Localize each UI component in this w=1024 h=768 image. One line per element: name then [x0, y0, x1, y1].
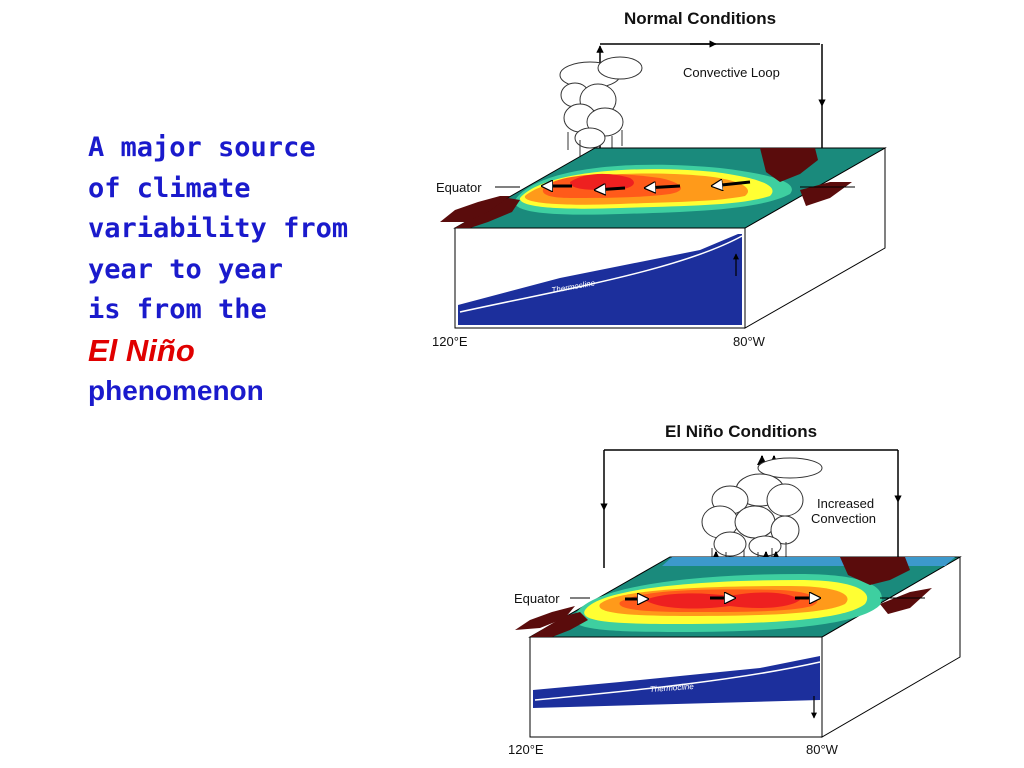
deep-ocean-elnino — [533, 656, 820, 708]
land-east — [760, 148, 818, 182]
lon-west-elnino: 120°E — [508, 742, 544, 757]
convection-loop-elnino — [600, 449, 902, 568]
text-line-2: of climate — [88, 172, 251, 204]
convection-label: Convection — [811, 511, 876, 526]
text-line-5: is from the — [88, 294, 267, 325]
el-nino-highlight: El Niño — [88, 332, 195, 368]
elnino-title: El Niño Conditions — [665, 422, 817, 441]
equator-label-elnino: Equator — [514, 591, 560, 606]
convection-cloud — [559, 56, 643, 149]
equator-label-normal: Equator — [436, 180, 482, 195]
elnino-conditions-diagram: El Niño Conditions Increased Convection — [508, 422, 962, 757]
convective-loop-label: Convective Loop — [683, 65, 780, 80]
lon-east-elnino: 80°W — [806, 742, 839, 757]
slide-text-block: A major source of climate variability fr… — [88, 128, 388, 412]
phenomenon-text: phenomenon — [88, 375, 264, 406]
land-west-elnino — [530, 612, 588, 637]
current-arrows-elnino — [625, 598, 820, 599]
normal-conditions-diagram: Normal Conditions Convective Loop — [432, 9, 887, 349]
lon-west-normal: 120°E — [432, 334, 468, 349]
convection-cloud-elnino — [701, 457, 823, 557]
thermocline-label-elnino: Thermocline — [650, 682, 695, 694]
normal-title: Normal Conditions — [624, 9, 776, 28]
trade-wind-arrows — [542, 182, 751, 190]
land-east-elnino — [840, 557, 910, 585]
increased-label: Increased — [817, 496, 874, 511]
deep-ocean — [458, 234, 742, 325]
text-line-1: A major source — [88, 132, 316, 163]
text-line-4: year to year — [88, 253, 284, 285]
text-line-3: variability from — [88, 213, 349, 244]
land-west — [455, 198, 520, 228]
lon-east-normal: 80°W — [733, 334, 766, 349]
